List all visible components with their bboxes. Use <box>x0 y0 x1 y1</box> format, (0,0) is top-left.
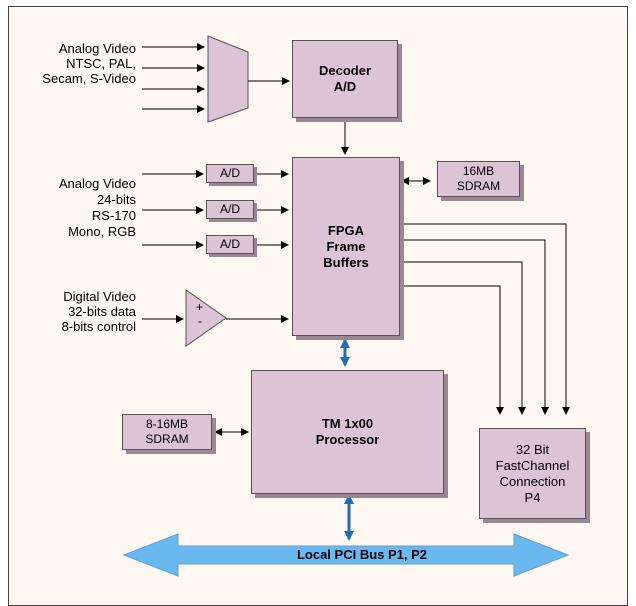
fpga-fastchannel-line-1 <box>402 223 570 415</box>
pci-bus-label: Local PCI Bus P1, P2 <box>296 547 428 562</box>
sdram-8-16mb-block: 8-16MB SDRAM <box>122 414 212 450</box>
fpga-fastchannel-line-3 <box>402 261 526 415</box>
label-line: 24-bits <box>96 192 136 207</box>
label-line: Mono, RGB <box>68 224 136 239</box>
fpga-fastchannel-line-2 <box>402 239 549 415</box>
label-line: 32-bits data <box>68 304 136 319</box>
fastchannel-label: 32 Bit FastChannel Connection P4 <box>495 441 570 505</box>
video-mux-shape <box>207 35 249 123</box>
ad-label: A/D <box>219 166 240 180</box>
fpga-label: FPGA Frame Buffers <box>323 222 369 270</box>
ad-converter-3: A/D <box>206 235 254 254</box>
diff-amp-shape <box>185 289 227 347</box>
label-line: RS-170 <box>91 208 136 223</box>
decoder-label: Decoder A/D <box>318 63 372 94</box>
ad-label: A/D <box>219 202 240 216</box>
sdram-16-label: 16MB SDRAM <box>456 164 501 193</box>
amp-plus-sign: + <box>196 300 204 314</box>
amp-minus-sign: - <box>198 314 202 328</box>
label-line: Analog Video <box>58 41 136 56</box>
pci-bus-shape <box>122 533 570 577</box>
label-line: 8-bits control <box>61 319 136 334</box>
label-line: Secam, S-Video <box>42 71 136 86</box>
tm-processor-label: TM 1x00 Processor <box>315 416 380 447</box>
ad-converter-1: A/D <box>206 164 254 183</box>
ad-converter-2: A/D <box>206 200 254 219</box>
analog-video-rgb-label: Analog Video 24-bits RS-170 Mono, RGB <box>30 176 136 240</box>
decoder-block: Decoder A/D <box>292 40 398 118</box>
fastchannel-connection-block: 32 Bit FastChannel Connection P4 <box>479 428 586 519</box>
ad-label: A/D <box>219 237 240 251</box>
sdram-16mb-block: 16MB SDRAM <box>437 161 520 197</box>
label-line: NTSC, PAL, <box>66 56 136 71</box>
fpga-frame-buffers-block: FPGA Frame Buffers <box>292 157 400 336</box>
digital-video-label: Digital Video 32-bits data 8-bits contro… <box>30 289 136 334</box>
label-line: Digital Video <box>63 289 136 304</box>
sdram-8-16-label: 8-16MB SDRAM <box>145 417 189 446</box>
fpga-fastchannel-line-4 <box>402 285 504 415</box>
tm-processor-block: TM 1x00 Processor <box>251 370 444 494</box>
label-line: Analog Video <box>58 176 136 191</box>
analog-video-composite-label: Analog Video NTSC, PAL, Secam, S-Video <box>30 41 136 86</box>
